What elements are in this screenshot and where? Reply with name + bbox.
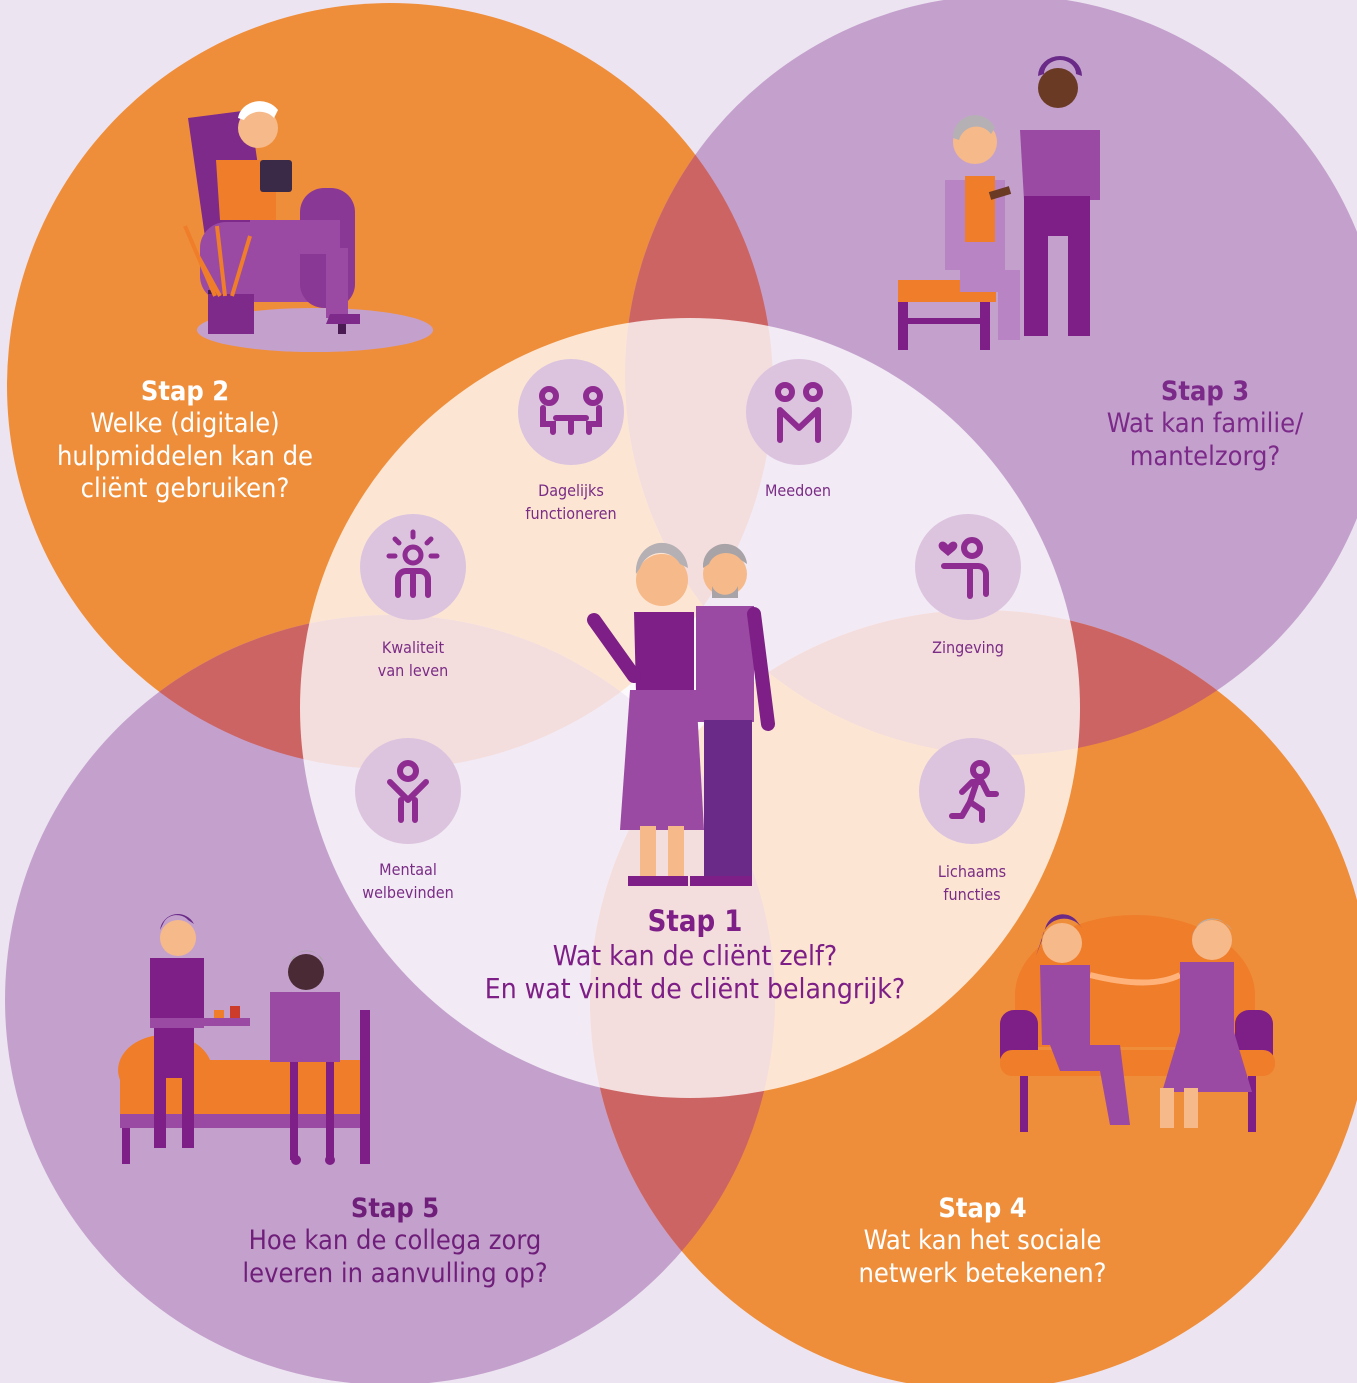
theme-label-dagelijks: Dagelijks functioneren xyxy=(486,479,656,525)
theme-meedoen-icon xyxy=(746,359,852,465)
theme-label-mentaal: Mentaal welbevinden xyxy=(323,858,493,904)
step3-title: Stap 3 xyxy=(1160,376,1250,407)
step2-question-line2: hulpmiddelen kan de xyxy=(57,440,313,472)
step4-text: Stap 4 Wat kan het sociale netwerk betek… xyxy=(830,1193,1135,1290)
illustration-elderly-couple xyxy=(587,542,775,886)
theme-mentaal-line1: Mentaal xyxy=(379,860,437,879)
theme-zingeving-icon xyxy=(915,514,1021,620)
theme-lichaams-icon xyxy=(919,738,1025,844)
theme-lichaams-line1: Lichaams xyxy=(937,862,1007,881)
theme-kwaliteit-line1: Kwaliteit xyxy=(381,638,445,657)
step2-question-line3: cliënt gebruiken? xyxy=(80,473,290,505)
step3-text: Stap 3 Wat kan familie/ mantelzorg? xyxy=(1080,376,1330,473)
step5-title: Stap 5 xyxy=(350,1193,440,1224)
theme-label-meedoen: Meedoen xyxy=(713,479,883,502)
step5-question-line1: Hoe kan de collega zorg xyxy=(248,1225,542,1257)
illustration-caregiver-helping xyxy=(898,56,1100,350)
theme-mentaal-icon xyxy=(355,738,461,844)
theme-mentaal-line2: welbevinden xyxy=(362,883,454,903)
illustration-friends-on-sofa xyxy=(1000,914,1275,1132)
theme-kwaliteit-line2: van leven xyxy=(377,661,449,681)
step3-question-line1: Wat kan familie/ xyxy=(1106,408,1304,440)
step1-text: Stap 1 Wat kan de cliënt zelf? En wat vi… xyxy=(440,904,950,1006)
theme-label-kwaliteit: Kwaliteit van leven xyxy=(328,636,498,682)
illustration-man-in-armchair xyxy=(183,101,433,352)
step5-text: Stap 5 Hoe kan de collega zorg leveren i… xyxy=(220,1193,570,1290)
step1-question-line2: En wat vindt de cliënt belangrijk? xyxy=(484,972,906,1006)
step4-question-line2: netwerk betekenen? xyxy=(858,1257,1107,1289)
theme-label-zingeving: Zingeving xyxy=(883,636,1053,659)
theme-dagelijks-icon xyxy=(518,359,624,465)
step1-question-line1: Wat kan de cliënt zelf? xyxy=(552,938,838,972)
theme-label-lichaams: Lichaams functies xyxy=(887,860,1057,906)
step5-question-line2: leveren in aanvulling op? xyxy=(242,1257,548,1289)
step4-title: Stap 4 xyxy=(938,1193,1027,1224)
step3-question-line2: mantelzorg? xyxy=(1129,440,1281,472)
theme-dagelijks-line1: Dagelijks xyxy=(538,481,604,500)
theme-zingeving-line1: Zingeving xyxy=(932,638,1004,657)
step2-question-line1: Welke (digitale) xyxy=(90,408,280,440)
theme-lichaams-line2: functies xyxy=(943,885,1001,905)
theme-kwaliteit-icon xyxy=(360,514,466,620)
step1-title: Stap 1 xyxy=(647,904,743,938)
step2-text: Stap 2 Welke (digitale) hulpmiddelen kan… xyxy=(40,376,330,506)
illustration-nurse-serving-meal xyxy=(118,914,370,1165)
step2-title: Stap 2 xyxy=(140,376,230,407)
theme-meedoen-line1: Meedoen xyxy=(764,481,832,500)
theme-dagelijks-line2: functioneren xyxy=(525,504,617,524)
step4-question-line1: Wat kan het sociale xyxy=(863,1225,1102,1257)
